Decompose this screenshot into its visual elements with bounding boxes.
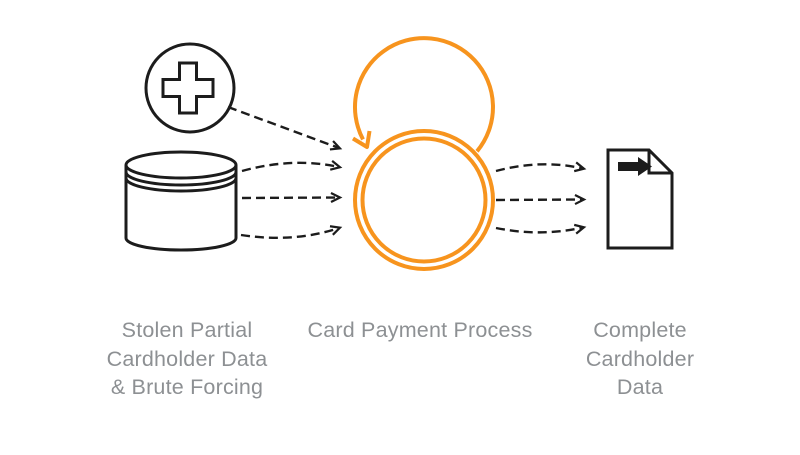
- loop-arrow-icon: [351, 36, 495, 153]
- process-outer-circle: [353, 129, 495, 271]
- dashed-arrow: [241, 192, 343, 204]
- database-ring: [124, 177, 238, 193]
- dashed-arrows-left: [227, 105, 343, 239]
- process-inner-circle: [360, 136, 488, 264]
- dashed-arrow: [227, 105, 343, 151]
- label-process: Card Payment Process: [280, 316, 560, 345]
- document-fold: [647, 150, 672, 175]
- label-source-line: Cardholder Data: [106, 346, 268, 371]
- label-source: Stolen Partial Cardholder Data & Brute F…: [47, 316, 327, 402]
- document-export-icon: [606, 148, 674, 250]
- database-top: [124, 150, 238, 180]
- label-source-line: & Brute Forcing: [110, 375, 264, 399]
- dashed-arrow: [495, 223, 587, 235]
- database-body: [124, 165, 238, 252]
- label-output-line: Cardholder: [585, 346, 695, 371]
- dashed-arrow: [495, 194, 587, 206]
- database-icon: [124, 150, 238, 252]
- plus-circle-icon: [144, 42, 236, 134]
- document-page: [606, 148, 674, 250]
- loop-arrowhead: [351, 130, 372, 149]
- loop-arc: [352, 36, 495, 153]
- label-process-line: Card Payment Process: [307, 318, 533, 342]
- dashed-arrows-right: [495, 161, 587, 235]
- label-output-line: Data: [616, 375, 664, 399]
- label-source-line: Stolen Partial: [121, 318, 253, 342]
- dashed-arrow: [495, 161, 587, 173]
- dashed-arrow: [240, 225, 343, 239]
- database-ring: [124, 171, 238, 187]
- document-arrow-glyph: [618, 157, 652, 176]
- label-output-line: Complete: [593, 318, 687, 342]
- plus-glyph: [161, 61, 215, 115]
- dashed-arrow: [241, 160, 343, 173]
- plus-circle-outline: [144, 42, 236, 134]
- label-output: Complete Cardholder Data: [500, 316, 780, 402]
- double-circle-icon: [353, 129, 495, 271]
